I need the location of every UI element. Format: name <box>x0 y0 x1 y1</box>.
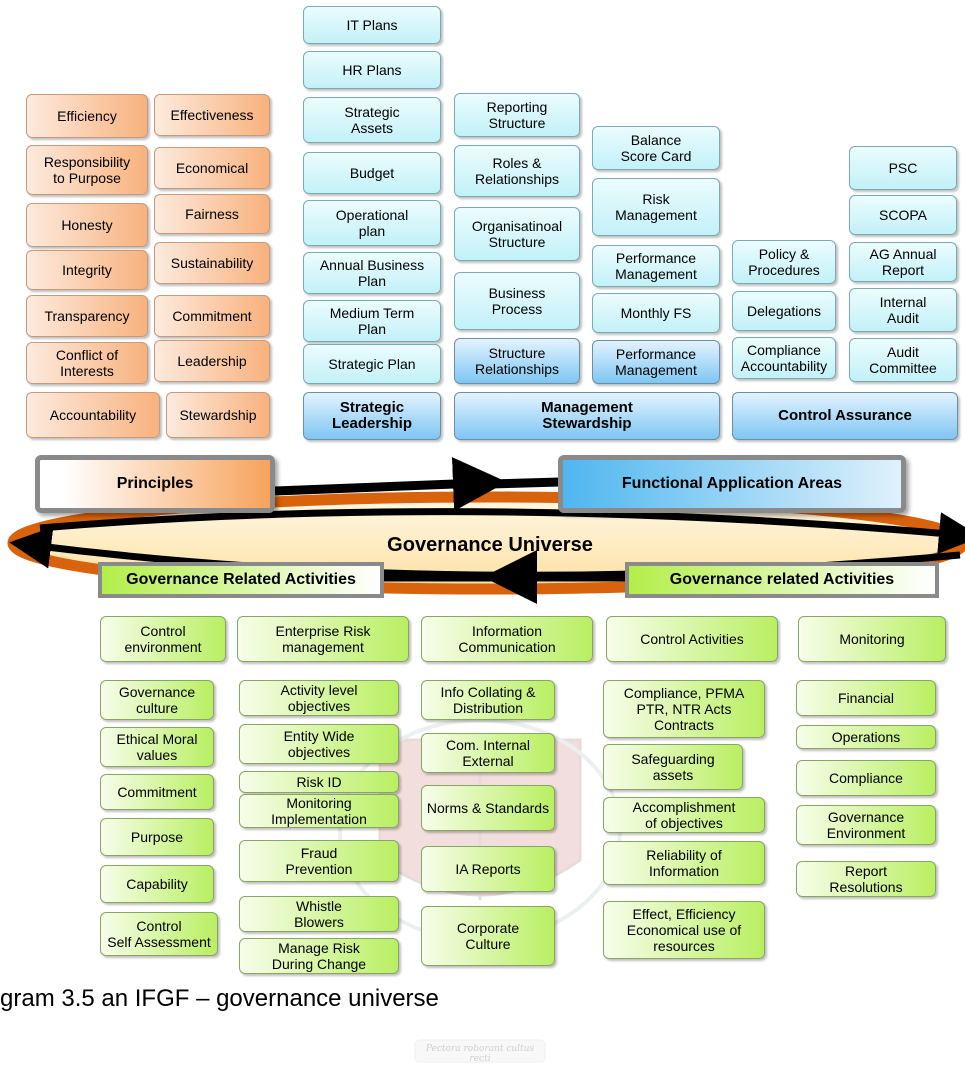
ms-organisational-structure: Organisatinoal Structure <box>454 207 580 261</box>
ca-safeguarding-assets: Safeguarding assets <box>603 744 743 790</box>
ic-com-internal-external: Com. Internal External <box>421 733 555 773</box>
sl-it-plans: IT Plans <box>303 6 441 44</box>
sl-medium-term-plan: Medium Term Plan <box>303 300 441 342</box>
principles-banner: Principles <box>35 455 275 513</box>
principle-fairness: Fairness <box>154 194 270 234</box>
ca-compliance-pfma: Compliance, PFMA PTR, NTR Acts Contracts <box>603 680 765 738</box>
ca-reliability-information: Reliability of Information <box>603 841 765 885</box>
diagram-caption: gram 3.5 an IFGF – governance universe <box>0 985 439 1012</box>
ca-effect-efficiency: Effect, Efficiency Economical use of res… <box>603 901 765 959</box>
principle-efficiency: Efficiency <box>26 94 148 138</box>
sl-operational-plan: Operational plan <box>303 200 441 246</box>
ce-ethical-moral-values: Ethical Moral values <box>100 727 214 767</box>
erm-monitoring-implementation: Monitoring Implementation <box>239 794 399 828</box>
ce-commitment: Commitment <box>100 774 214 810</box>
principle-effectiveness: Effectiveness <box>154 94 270 136</box>
functional-application-areas-banner: Functional Application Areas <box>558 455 906 513</box>
ca-delegations: Delegations <box>732 291 836 331</box>
sl-annual-business-plan: Annual Business Plan <box>303 252 441 294</box>
ms-performance-management-2: Performance Management <box>592 340 720 384</box>
governance-related-activities-left: Governance Related Activities <box>98 562 384 598</box>
principle-responsibility: Responsibility to Purpose <box>26 145 148 195</box>
ms-monthly-fs: Monthly FS <box>592 293 720 333</box>
ms-reporting-structure: Reporting Structure <box>454 93 580 137</box>
mon-financial: Financial <box>796 680 936 716</box>
ca-compliance-accountability: Compliance Accountability <box>732 337 836 379</box>
ic-norms-standards: Norms & Standards <box>421 785 555 831</box>
ca-audit-committee: Audit Committee <box>849 338 957 382</box>
sl-strategic-assets: Strategic Assets <box>303 97 441 143</box>
sl-hr-plans: HR Plans <box>303 51 441 89</box>
activity-header-information: Information Communication <box>421 616 593 662</box>
erm-activity-level-objectives: Activity level objectives <box>239 680 399 716</box>
ms-business-process: Business Process <box>454 272 580 330</box>
principle-commitment: Commitment <box>154 295 270 337</box>
ms-risk-management: Risk Management <box>592 178 720 236</box>
activity-header-monitoring: Monitoring <box>798 616 946 662</box>
management-stewardship-header: Management Stewardship <box>454 392 720 440</box>
watermark-motto: Pectora roborant cultus recti <box>425 1044 535 1064</box>
ms-performance-management: Performance Management <box>592 245 720 287</box>
mon-operations: Operations <box>796 725 936 749</box>
activity-header-control-environment: Control environment <box>100 616 226 662</box>
ce-capability: Capability <box>100 865 214 903</box>
sl-budget: Budget <box>303 152 441 194</box>
mon-compliance: Compliance <box>796 760 936 796</box>
principle-transparency: Transparency <box>26 295 148 337</box>
ic-info-collating: Info Collating & Distribution <box>421 680 555 720</box>
principle-sustainability: Sustainability <box>154 242 270 284</box>
ce-purpose: Purpose <box>100 818 214 856</box>
sl-strategic-plan: Strategic Plan <box>303 344 441 384</box>
erm-entity-wide-objectives: Entity Wide objectives <box>239 724 399 764</box>
principle-stewardship: Stewardship <box>166 392 270 438</box>
ca-policy-procedures: Policy & Procedures <box>732 240 836 284</box>
ca-psc: PSC <box>849 146 957 190</box>
governance-universe-label: Governance Universe <box>387 534 593 556</box>
ca-scopa: SCOPA <box>849 195 957 235</box>
ic-ia-reports: IA Reports <box>421 846 555 892</box>
ca-accomplishment: Accomplishment of objectives <box>603 797 765 833</box>
ce-governance-culture: Governance culture <box>100 680 214 720</box>
ms-structure-relationships: Structure Relationships <box>454 338 580 384</box>
strategic-leadership-header: Strategic Leadership <box>303 392 441 440</box>
erm-fraud-prevention: Fraud Prevention <box>239 840 399 882</box>
mon-report-resolutions: Report Resolutions <box>796 861 936 897</box>
principle-integrity: Integrity <box>26 250 148 290</box>
erm-whistle-blowers: Whistle Blowers <box>239 896 399 932</box>
ce-control-self-assessment: Control Self Assessment <box>100 912 218 956</box>
ms-balance-score-card: Balance Score Card <box>592 126 720 170</box>
ca-ag-annual-report: AG Annual Report <box>849 242 957 282</box>
erm-risk-id: Risk ID <box>239 771 399 793</box>
governance-related-activities-right: Governance related Activities <box>625 562 939 598</box>
principle-accountability: Accountability <box>26 392 160 438</box>
ms-roles-relationships: Roles & Relationships <box>454 145 580 197</box>
mon-governance-environment: Governance Environment <box>796 805 936 845</box>
principle-honesty: Honesty <box>26 203 148 247</box>
principle-economical: Economical <box>154 147 270 189</box>
activity-header-enterprise-risk: Enterprise Risk management <box>237 616 409 662</box>
ca-internal-audit: Internal Audit <box>849 288 957 332</box>
control-assurance-header: Control Assurance <box>732 392 958 440</box>
erm-manage-risk-during-change: Manage Risk During Change <box>239 938 399 974</box>
principle-conflict-of-interests: Conflict of Interests <box>26 342 148 384</box>
ic-corporate-culture: Corporate Culture <box>421 906 555 966</box>
activity-header-control-activities: Control Activities <box>606 616 778 662</box>
principle-leadership: Leadership <box>154 340 270 382</box>
